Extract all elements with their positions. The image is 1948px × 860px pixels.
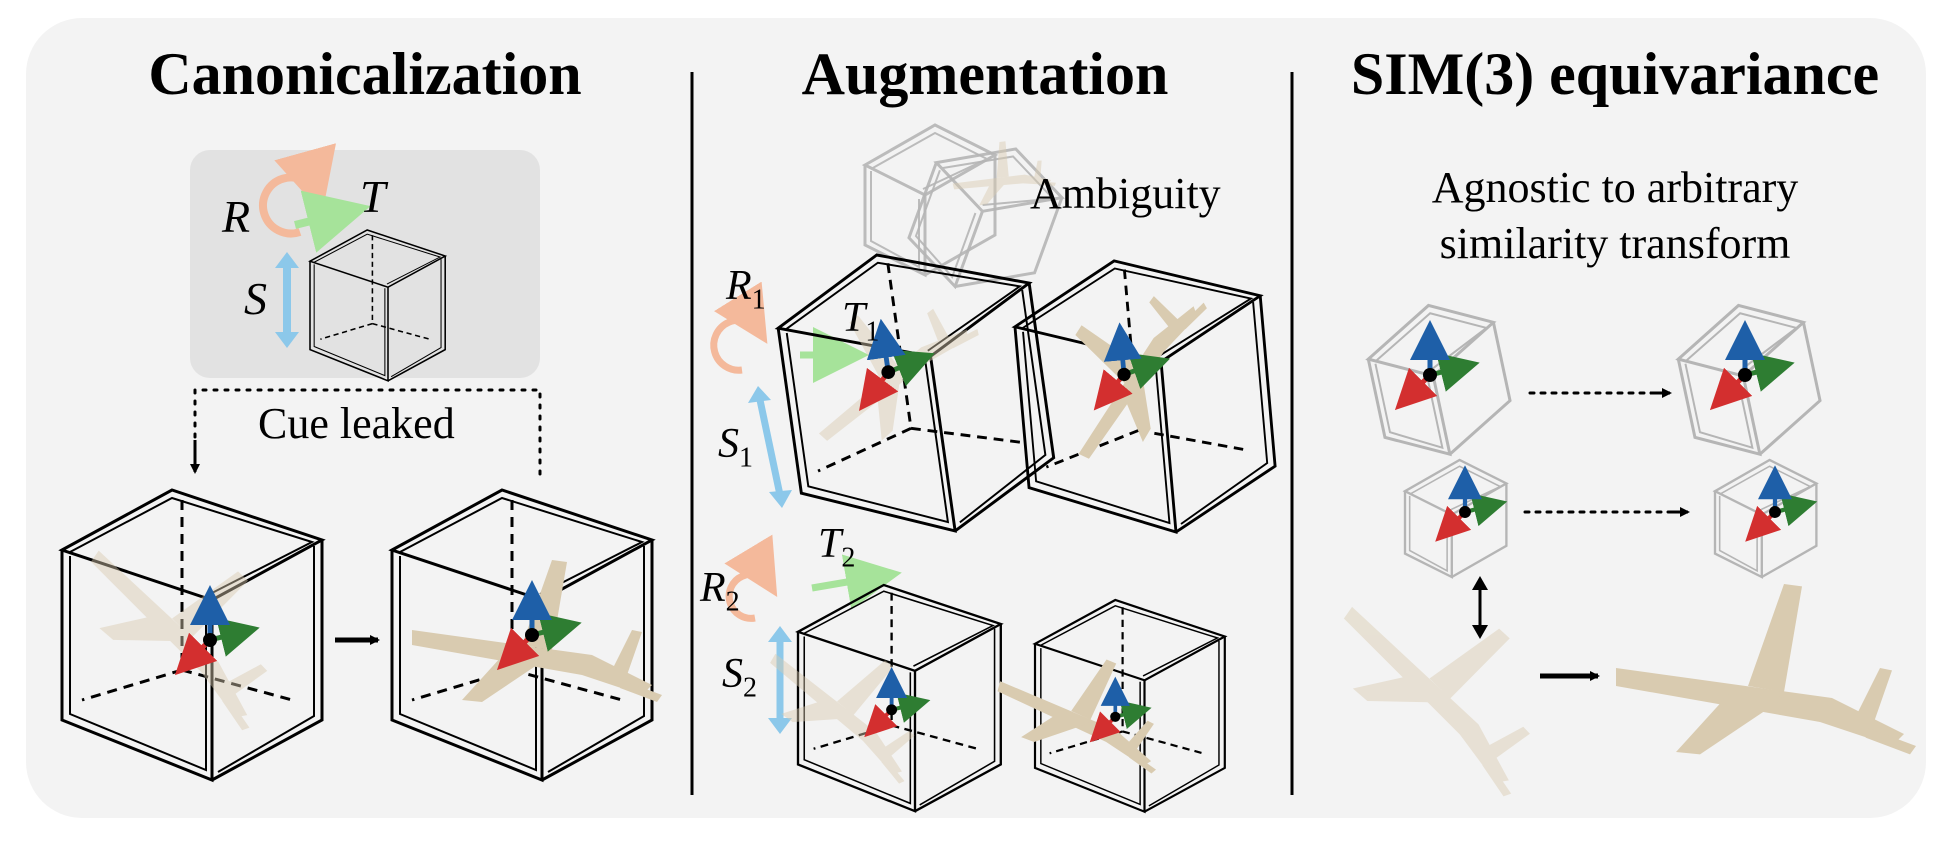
section-title-augmentation: Augmentation <box>801 41 1169 107</box>
label-r: R <box>222 191 251 242</box>
label-s: S <box>244 273 267 324</box>
scale1-arrow-icon <box>756 399 784 496</box>
label-r1: R1 <box>726 263 766 316</box>
rotation-arrow-icon <box>259 143 336 238</box>
canonical-cube-input <box>60 488 324 782</box>
label-s2: S2 <box>722 651 757 704</box>
rotation1-arrow-icon <box>710 281 768 374</box>
canonical-cube-output <box>390 488 662 782</box>
label-t1: T1 <box>842 295 880 348</box>
translation-arrow-icon <box>294 190 371 253</box>
sim3-cube-a-in <box>1358 291 1520 469</box>
label-t: T <box>360 171 386 222</box>
section-title-sim3: SIM(3) equivariance <box>1350 41 1880 107</box>
label-t2: T2 <box>818 521 856 574</box>
sim3-caption-line1: Agnostic to arbitrary <box>1431 163 1799 212</box>
augmentation-cube-1b <box>1008 247 1282 546</box>
augmentation-cube-2b <box>987 598 1226 813</box>
section-title-canonicalization: Canonicalization <box>148 41 582 107</box>
ambiguity-label: Ambiguity <box>1030 169 1221 218</box>
augmentation-cube-2a <box>750 583 1002 813</box>
rotation2-arrow-icon <box>724 534 778 622</box>
label-s1: S1 <box>718 421 753 474</box>
sim3-caption: Agnostic to arbitrary similarity transfo… <box>1330 160 1900 272</box>
translation2-arrow-icon <box>811 554 902 610</box>
augmentation-cube-1a <box>768 233 1064 553</box>
sim3-plane-output <box>1616 584 1916 755</box>
sim3-caption-line2: similarity transform <box>1439 219 1791 268</box>
cue-leaked-label: Cue leaked <box>258 399 455 448</box>
label-r2: R2 <box>700 565 740 618</box>
